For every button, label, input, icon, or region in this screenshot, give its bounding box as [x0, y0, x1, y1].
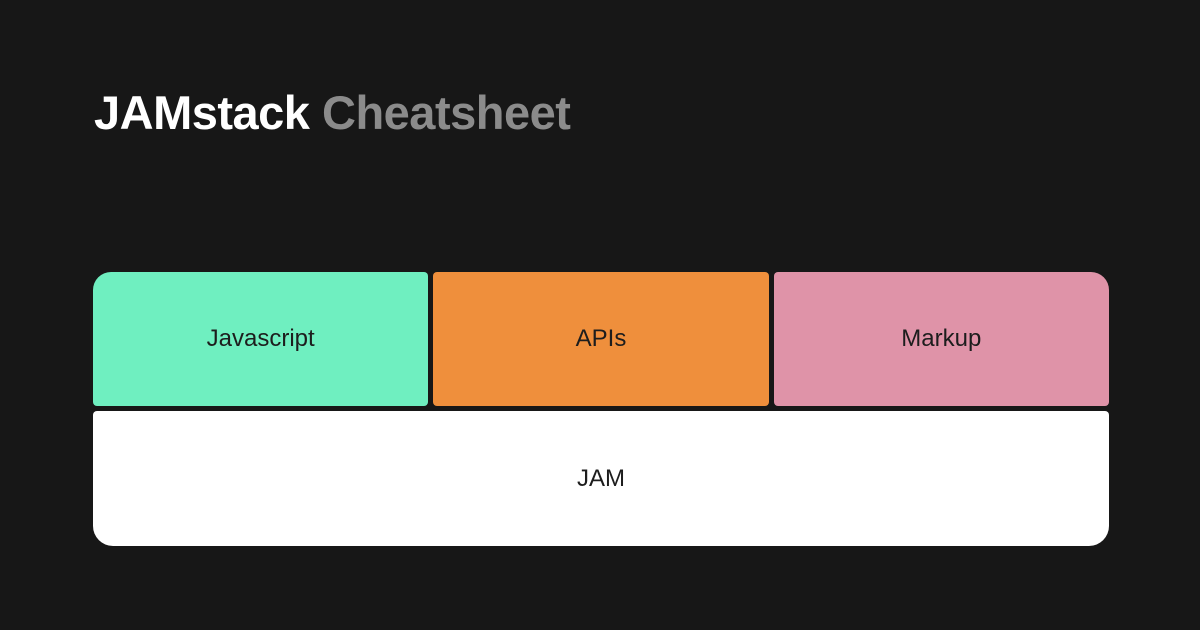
- page-title-primary: JAMstack: [94, 86, 310, 139]
- stack-layer-apis[interactable]: APIs: [433, 272, 769, 406]
- stack-layer-apis-label: APIs: [575, 325, 627, 352]
- stack-layer-javascript-label: Javascript: [206, 325, 315, 352]
- stack-layer-markup-label: Markup: [901, 325, 982, 352]
- stack-layer-javascript[interactable]: Javascript: [93, 272, 429, 406]
- page-title: JAMstack Cheatsheet: [94, 83, 571, 143]
- stack-base-jam[interactable]: JAM: [93, 411, 1109, 546]
- stack-layer-markup[interactable]: Markup: [773, 272, 1109, 406]
- stack-base-jam-label: JAM: [577, 464, 625, 492]
- jamstack-diagram: Javascript APIs Markup JAM: [93, 272, 1109, 546]
- jamstack-layer-row: Javascript APIs Markup: [93, 272, 1109, 406]
- page-title-secondary: Cheatsheet: [309, 86, 571, 139]
